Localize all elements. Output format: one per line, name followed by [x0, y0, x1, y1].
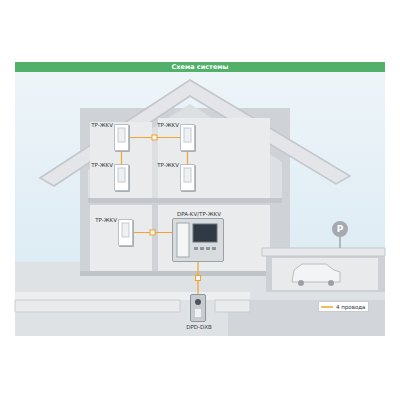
garage — [266, 252, 385, 292]
device-label: TP-ЖKV — [157, 163, 179, 169]
button — [206, 247, 210, 250]
intercom-handset: TP-ЖKV — [180, 164, 195, 191]
car — [292, 264, 340, 282]
legend-text: 4 провода — [336, 304, 365, 310]
device-detail — [181, 165, 194, 190]
device-detail — [181, 125, 194, 150]
device-detail — [191, 295, 205, 321]
device-detail — [115, 125, 128, 150]
room — [90, 205, 152, 271]
wire-connector — [129, 137, 180, 138]
button — [194, 247, 198, 250]
device-detail — [115, 165, 128, 190]
legend-box: 4 провода — [318, 301, 369, 312]
parking-sign — [332, 221, 348, 237]
wire-connector — [133, 232, 172, 233]
device-detail — [119, 220, 132, 245]
room — [158, 205, 270, 271]
sign-post — [339, 236, 341, 248]
room — [90, 122, 152, 198]
wire-connector — [121, 151, 122, 164]
intercom-handset: TP-ЖKV — [180, 124, 195, 151]
device-label: TP-ЖKV — [91, 123, 113, 129]
handset — [118, 128, 125, 142]
device-label: TP-ЖKV — [91, 163, 113, 169]
legend-line — [321, 306, 333, 308]
upper-floor — [88, 104, 282, 200]
camera-lens — [195, 299, 201, 305]
device-label: TP-ЖKV — [157, 123, 179, 129]
handset — [177, 223, 189, 257]
device-label: DPD-DXB — [186, 325, 212, 331]
floor-slab — [88, 198, 282, 203]
master-monitor: DPA-KV/TP-ЖKV — [172, 218, 224, 262]
parking-letter: P — [333, 222, 347, 236]
intercom-handset: TP-ЖKV — [118, 219, 133, 246]
device-label: DPA-KV/TP-ЖKV — [177, 212, 221, 218]
diagram-title: Схема системы — [15, 62, 385, 72]
intercom-handset: TP-ЖKV — [114, 124, 129, 151]
junction-mark — [196, 276, 201, 281]
house-wall — [80, 108, 290, 276]
junction-mark — [152, 135, 157, 140]
sky — [15, 62, 385, 336]
sidewalk — [15, 292, 250, 300]
handset — [184, 128, 191, 142]
handset — [118, 168, 125, 182]
car-wheel — [328, 280, 334, 286]
device-label: TP-ЖKV — [95, 218, 117, 224]
junction-mark — [150, 230, 155, 235]
garage-inside — [272, 258, 378, 290]
garage-roof — [262, 248, 385, 256]
car-wheel — [298, 280, 304, 286]
call-button — [195, 309, 201, 317]
button — [212, 247, 216, 250]
low-wall — [15, 300, 180, 312]
wire-connector — [197, 262, 198, 294]
driveway — [228, 300, 385, 336]
low-wall — [215, 300, 250, 312]
button — [200, 247, 204, 250]
door-station: DPD-DXB — [190, 294, 206, 322]
legend-line-sample — [321, 305, 333, 309]
foundation — [80, 271, 290, 276]
ground — [15, 262, 385, 336]
title-bar — [15, 62, 385, 72]
monitor-screen — [193, 224, 217, 242]
room — [158, 118, 270, 198]
handset — [122, 223, 129, 237]
device-detail — [173, 219, 223, 261]
handset — [184, 168, 191, 182]
intercom-handset: TP-ЖKV — [114, 164, 129, 191]
wire-connector — [187, 151, 188, 164]
